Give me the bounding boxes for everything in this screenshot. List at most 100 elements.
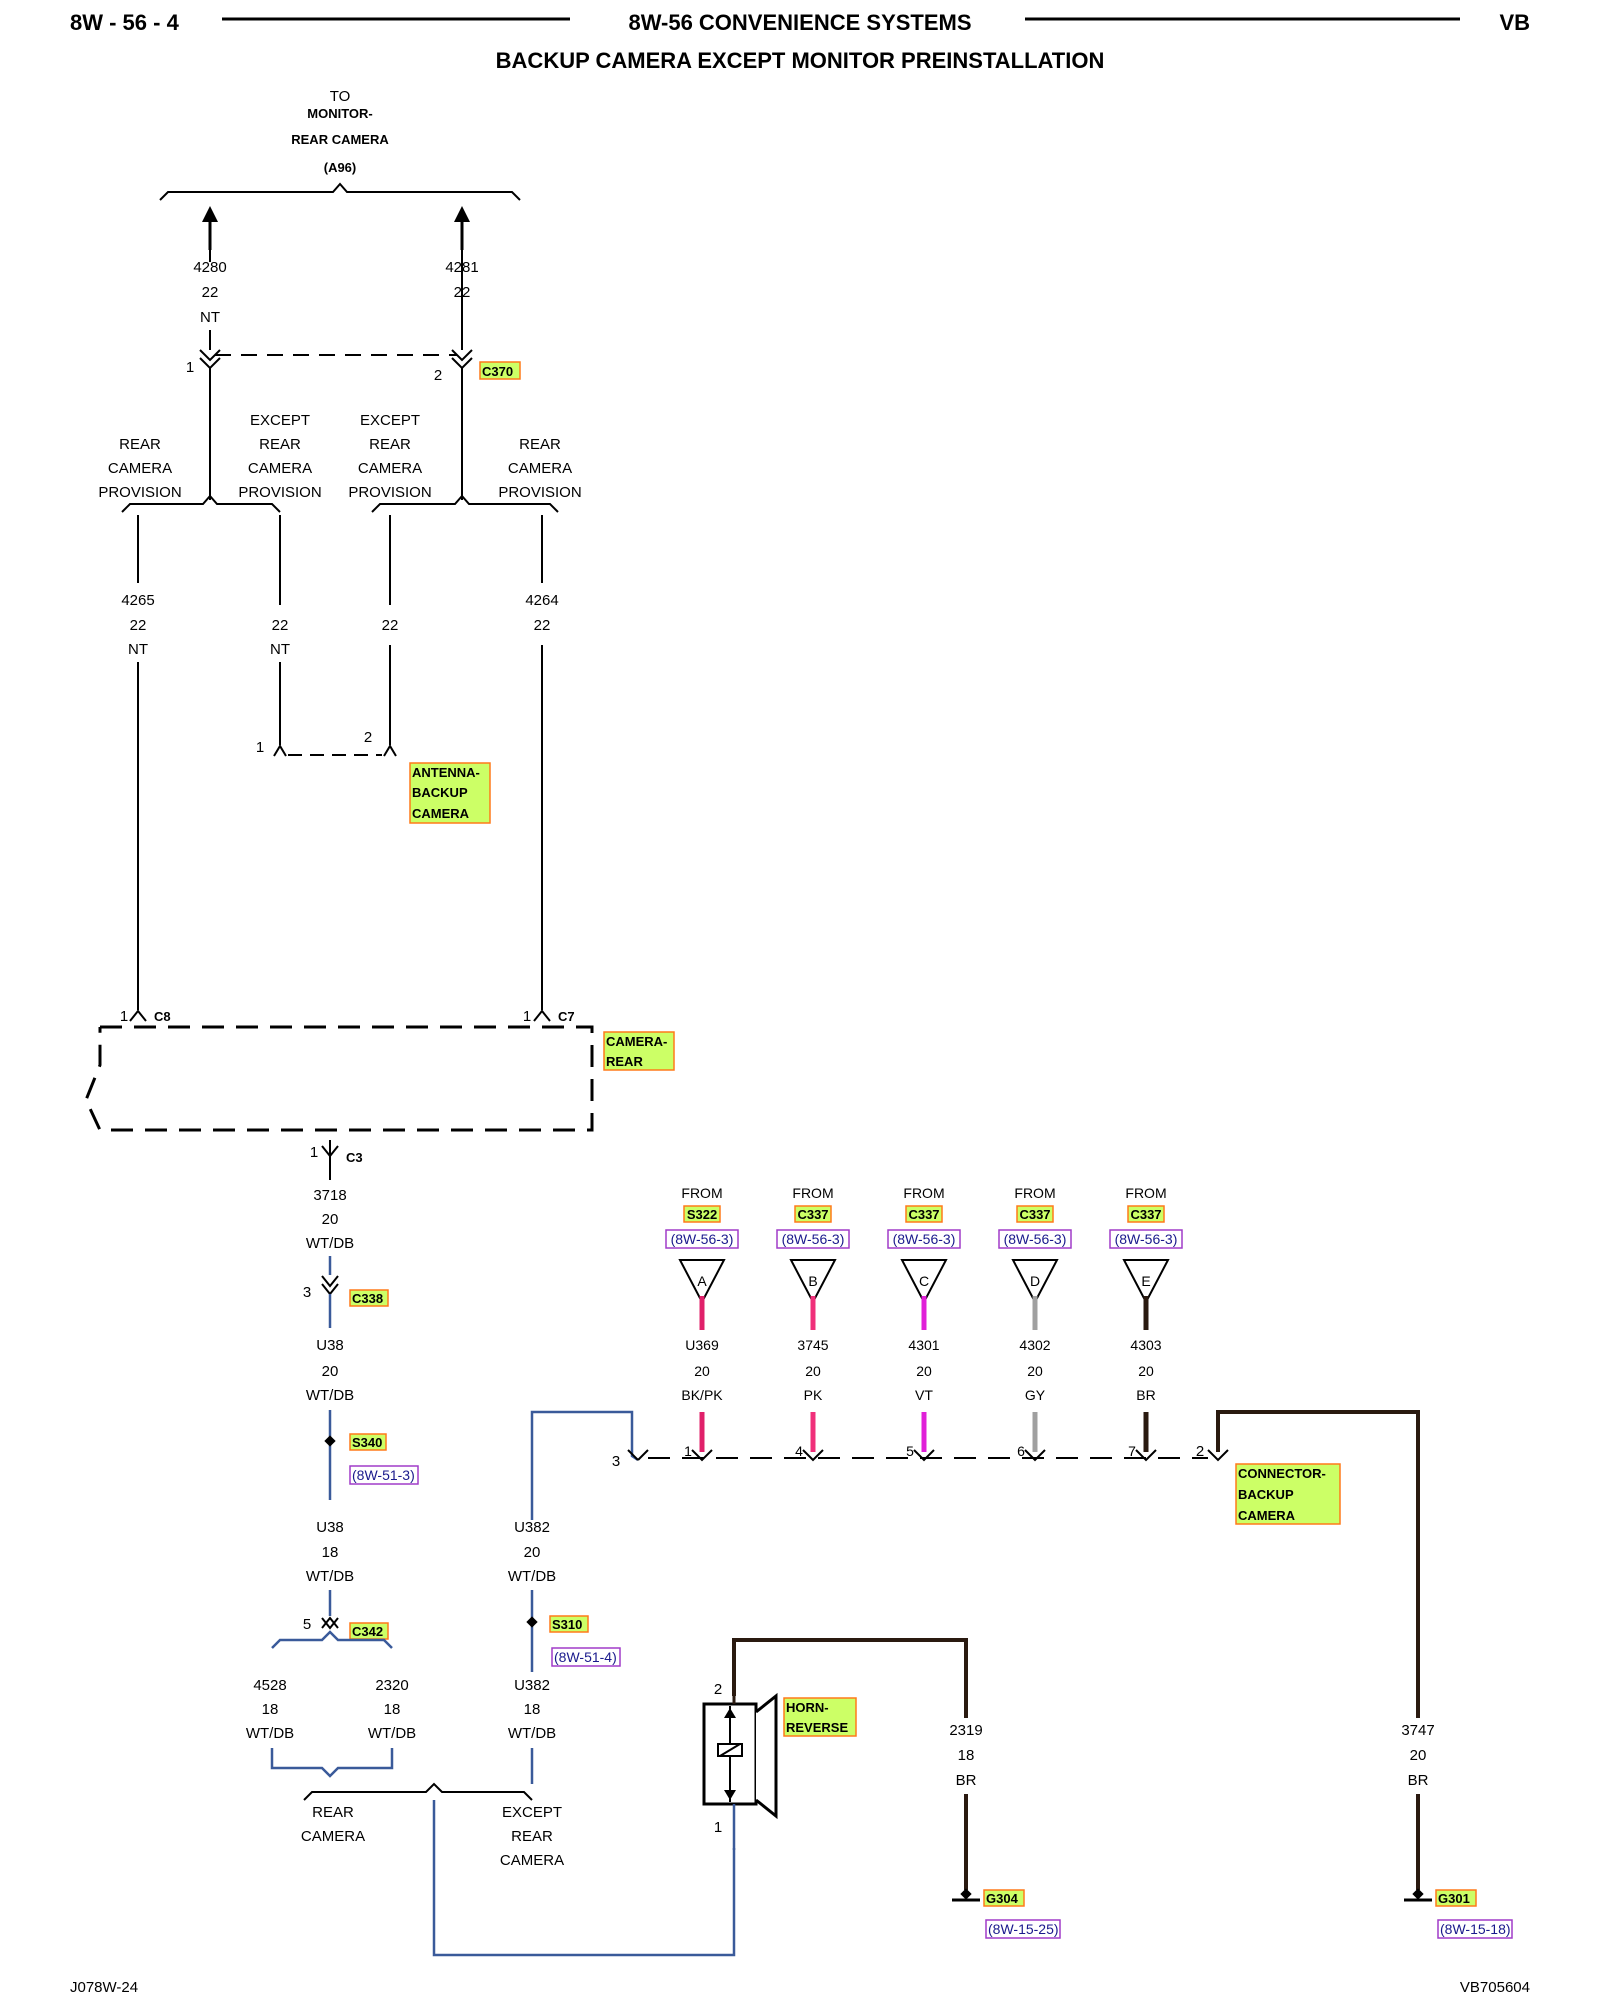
s310-label-box: [549, 1615, 589, 1633]
wire-u38b-gauge: 18: [322, 1544, 339, 1561]
wire-4280-circuit: 4280: [193, 259, 226, 276]
camera-rear-l1: CAMERA-: [606, 1034, 667, 1049]
opt-except-rear-camera-l2: REAR: [511, 1828, 553, 1845]
c370-pin2-symbol: [451, 349, 473, 370]
source-gauge: 20: [1138, 1363, 1154, 1379]
bottom-option-bracket: [303, 1782, 533, 1801]
source-tri-icon: [1122, 1259, 1170, 1305]
wire-2319-gauge: 18: [958, 1747, 975, 1764]
wire-u382b-gauge: 18: [524, 1701, 541, 1718]
wire-ex2-gauge: 22: [382, 617, 399, 634]
s340-ref-box: [349, 1465, 419, 1485]
antenna-pin2: [383, 744, 397, 757]
opt4-l3: PROVISION: [498, 484, 581, 501]
connector-backup-l2: BACKUP: [1238, 1487, 1294, 1502]
source-gauge: 20: [916, 1363, 932, 1379]
antenna-l1: ANTENNA-: [412, 765, 480, 780]
c342-symbol: [321, 1616, 339, 1630]
source-name-box: [683, 1205, 721, 1223]
wire-u382b-color: WT/DB: [508, 1725, 556, 1742]
wire-2320-color: WT/DB: [368, 1725, 416, 1742]
source-ref-box: [665, 1229, 739, 1249]
wire-u38b-color: WT/DB: [306, 1568, 354, 1585]
source-name: C337: [908, 1207, 939, 1222]
dest-option: (A96): [324, 160, 357, 175]
s310-splice-dot: [526, 1616, 538, 1628]
opt2-l4: PROVISION: [238, 484, 321, 501]
source-pin-symbol: [691, 1449, 713, 1462]
c3-pin: 1: [310, 1144, 318, 1161]
source-letter: D: [1030, 1273, 1040, 1289]
wire-2319-color: BR: [956, 1772, 977, 1789]
wire-4528-circuit: 4528: [253, 1677, 286, 1694]
camera-rear-l2: REAR: [606, 1054, 643, 1069]
source-ref: (8W-56-3): [782, 1231, 845, 1247]
wire-3747-path: [1216, 1410, 1420, 1890]
s340-ref: (8W-51-3): [352, 1467, 415, 1483]
opt3-l3: CAMERA: [358, 460, 422, 477]
dest-line2: REAR CAMERA: [291, 132, 389, 147]
wire-2319-circuit: 2319: [949, 1722, 982, 1739]
connector-backup-l3: CAMERA: [1238, 1508, 1296, 1523]
wire-3747-label-bg: [1397, 1718, 1439, 1794]
c342-pin: 5: [303, 1616, 311, 1633]
arrow-4280: [202, 206, 218, 250]
camera-rear-outline: [84, 1025, 594, 1132]
wire-4528-color: WT/DB: [246, 1725, 294, 1742]
source-from: FROM: [903, 1185, 944, 1201]
c338-symbol: [321, 1275, 339, 1296]
source-letter: E: [1141, 1273, 1150, 1289]
g304-label: G304: [986, 1891, 1019, 1906]
opt4-l2: CAMERA: [508, 460, 572, 477]
s340-label-box: [349, 1433, 387, 1451]
source-tri-icon: [1011, 1259, 1059, 1305]
g301-label-box: [1435, 1889, 1477, 1907]
backup-conn-pin3: [627, 1449, 649, 1461]
g301-label: G301: [1438, 1891, 1470, 1906]
source-name: C337: [1130, 1207, 1161, 1222]
split-bracket-left: [121, 494, 281, 513]
source-pin-symbol: [1135, 1449, 1157, 1462]
c370-label-box: [479, 361, 521, 380]
opt3-l4: PROVISION: [348, 484, 431, 501]
wire-4265-circuit: 4265: [121, 592, 154, 609]
footer-right: VB705604: [1460, 1979, 1530, 1996]
wire-3747-circuit: 3747: [1401, 1722, 1434, 1739]
source-ref-box: [887, 1229, 961, 1249]
source-gauge: 20: [1027, 1363, 1043, 1379]
source-color: BK/PK: [681, 1387, 723, 1403]
opt2-l3: CAMERA: [248, 460, 312, 477]
opt1-l1: REAR: [119, 436, 161, 453]
c8-pin: 1: [120, 1008, 128, 1025]
s340-splice-dot: [324, 1435, 336, 1447]
wire-u38a-gauge: 20: [322, 1363, 339, 1380]
source-color: PK: [804, 1387, 823, 1403]
vehicle-code: VB: [1499, 10, 1530, 35]
dest-bracket: [159, 182, 521, 201]
opt3-l2: REAR: [369, 436, 411, 453]
source-circuit: 3745: [797, 1337, 828, 1353]
backup-conn-pin2: [1207, 1449, 1229, 1462]
horn-pin1: 1: [714, 1819, 722, 1836]
wire-u382-upper: [530, 1410, 639, 1520]
camera-rear-label-box: [603, 1031, 675, 1071]
source-ref: (8W-56-3): [671, 1231, 734, 1247]
antenna-pin1: [273, 744, 287, 757]
wire-2319-label-bg: [945, 1718, 987, 1794]
wire-ex1-gauge: 22: [272, 617, 289, 634]
dest-line1: MONITOR-: [307, 106, 372, 121]
wire-4264-gauge: 22: [534, 617, 551, 634]
wire-u38b-circuit: U38: [316, 1519, 344, 1536]
source-pin: 6: [1017, 1443, 1025, 1459]
source-letter: B: [808, 1273, 817, 1289]
source-pin-symbol: [1024, 1449, 1046, 1462]
opt-rear-camera-l1: REAR: [312, 1804, 354, 1821]
horn-bell: [755, 1692, 778, 1820]
horn-l2: REVERSE: [786, 1720, 848, 1735]
horn-coil-slash: [719, 1743, 741, 1757]
c338-label: C338: [352, 1291, 383, 1306]
source-circuit: U369: [685, 1337, 719, 1353]
source-tri-icon: [900, 1259, 948, 1305]
c7-label: C7: [558, 1009, 575, 1024]
opt-except-rear-camera-l1: EXCEPT: [502, 1804, 562, 1821]
